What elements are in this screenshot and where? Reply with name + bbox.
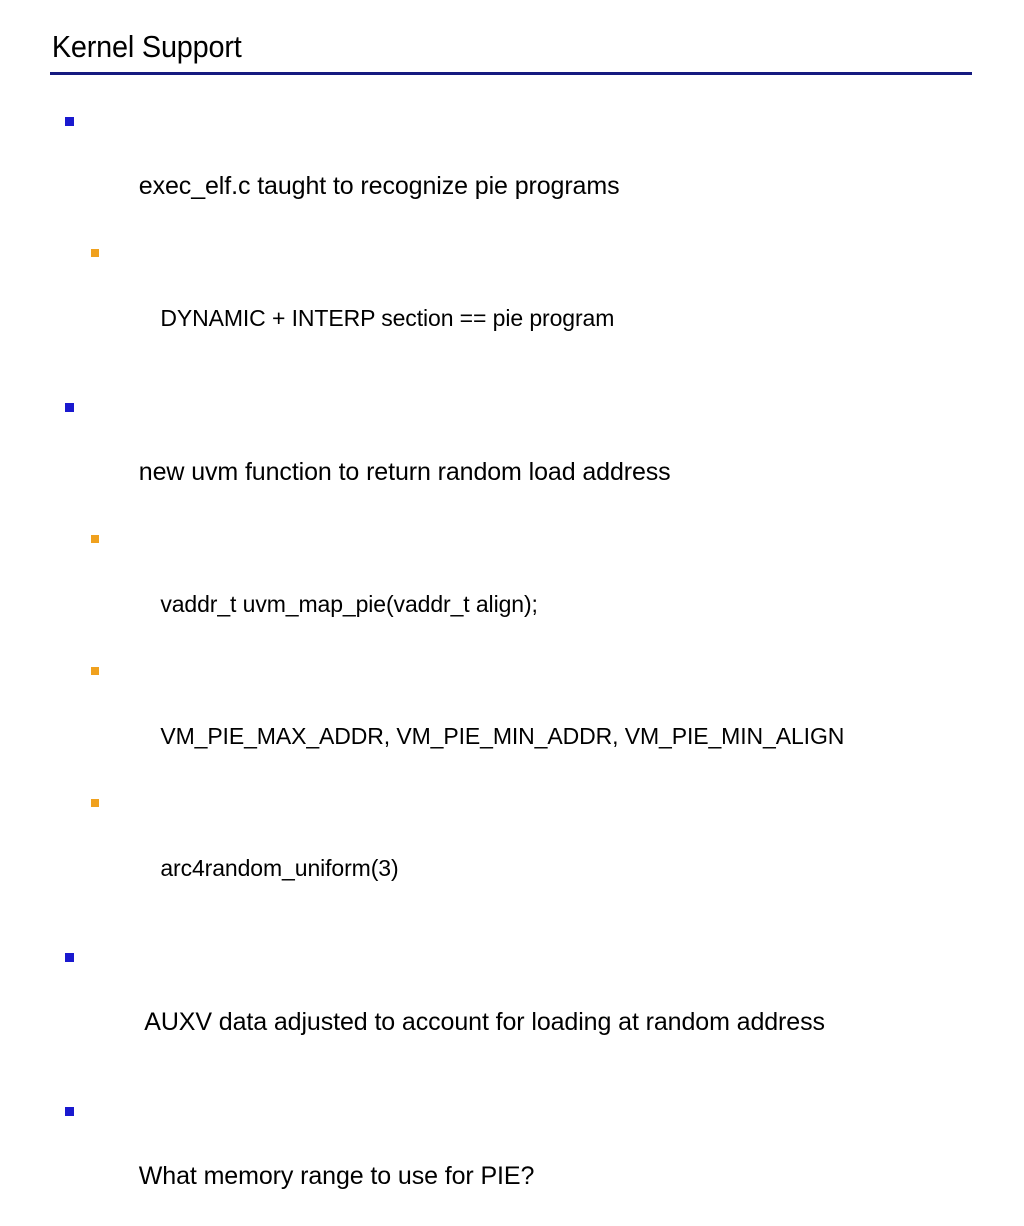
bullet-text: What memory range to use for PIE? bbox=[138, 1162, 535, 1190]
bullet-item-level2: DYNAMIC + INTERP section == pie program bbox=[50, 236, 1000, 368]
title-divider bbox=[50, 72, 972, 75]
bullet-group: exec_elf.c taught to recognize pie progr… bbox=[50, 104, 1000, 368]
bullet-text: arc4random_uniform(3) bbox=[160, 855, 399, 881]
bullet-text: VM_PIE_MAX_ADDR, VM_PIE_MIN_ADDR, VM_PIE… bbox=[160, 723, 845, 749]
slide-canvas: Kernel Support exec_elf.c taught to reco… bbox=[50, 28, 974, 1190]
bullet-text: new uvm function to return random load a… bbox=[138, 458, 671, 486]
slide-body: exec_elf.c taught to recognize pie progr… bbox=[50, 104, 1000, 1226]
bullet-item-level1: AUXV data adjusted to account for loadin… bbox=[50, 940, 1000, 1072]
square-bullet-icon bbox=[65, 117, 74, 126]
bullet-text: vaddr_t uvm_map_pie(vaddr_t align); bbox=[160, 591, 538, 617]
bullet-text: AUXV data adjusted to account for loadin… bbox=[138, 1008, 825, 1036]
bullet-item-level1: exec_elf.c taught to recognize pie progr… bbox=[50, 104, 1000, 236]
square-bullet-icon bbox=[91, 249, 99, 257]
bullet-group: new uvm function to return random load a… bbox=[50, 390, 1000, 918]
square-bullet-icon bbox=[65, 953, 74, 962]
bullet-item-level2: arc4random_uniform(3) bbox=[50, 786, 1000, 918]
square-bullet-icon bbox=[91, 799, 99, 807]
bullet-group: What memory range to use for PIE? bbox=[50, 1094, 1000, 1226]
square-bullet-icon bbox=[65, 1107, 74, 1116]
bullet-group: AUXV data adjusted to account for loadin… bbox=[50, 940, 1000, 1072]
square-bullet-icon bbox=[65, 403, 74, 412]
bullet-item-level2: vaddr_t uvm_map_pie(vaddr_t align); bbox=[50, 522, 1000, 654]
bullet-item-level1: What memory range to use for PIE? bbox=[50, 1094, 1000, 1226]
square-bullet-icon bbox=[91, 667, 99, 675]
bullet-text: exec_elf.c taught to recognize pie progr… bbox=[138, 172, 620, 200]
page-title: Kernel Support bbox=[51, 29, 242, 64]
slide-title-block: Kernel Support bbox=[50, 28, 974, 75]
bullet-item-level1: new uvm function to return random load a… bbox=[50, 390, 1000, 522]
bullet-text: DYNAMIC + INTERP section == pie program bbox=[160, 305, 615, 331]
bullet-item-level2: VM_PIE_MAX_ADDR, VM_PIE_MIN_ADDR, VM_PIE… bbox=[50, 654, 1000, 786]
square-bullet-icon bbox=[91, 535, 99, 543]
